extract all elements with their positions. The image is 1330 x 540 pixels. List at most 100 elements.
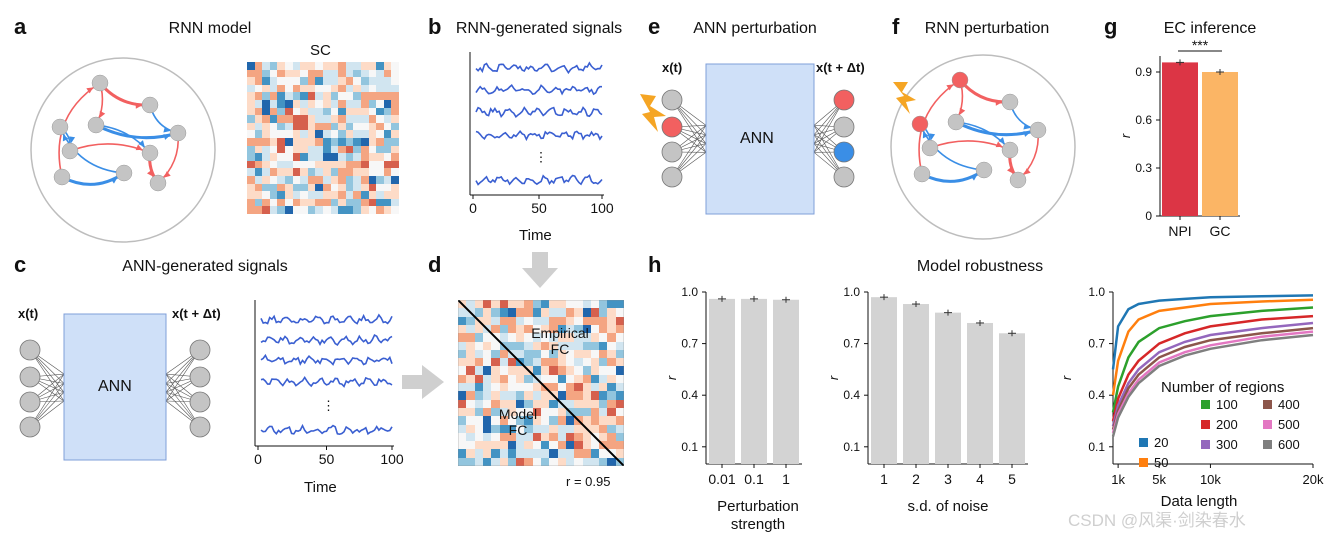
heatmap-cell [262,168,270,176]
heatmap-cell [507,316,517,325]
network-node [141,96,159,114]
heatmap-cell [391,107,399,116]
heatmap-cell [524,341,533,350]
heatmap-cell [338,168,346,176]
heatmap-cell [582,341,591,350]
heatmap-cell [284,115,293,123]
heatmap-cell [292,77,301,85]
heatmap-cell [599,457,608,466]
network-node [1001,141,1019,159]
heatmap-cell [345,92,354,100]
heatmap-cell [368,160,377,169]
heatmap-cell [516,316,525,325]
heatmap-cell [590,374,600,383]
heatmap-cell [360,130,369,138]
heatmap-cell [360,168,369,176]
heatmap-cell [474,416,483,425]
heatmap-cell [482,341,492,350]
heatmap-cell [532,424,541,433]
heatmap-cell [507,341,517,350]
heatmap-cell [615,424,624,433]
heatmap-cell [247,62,255,70]
heatmap-cell [499,324,508,334]
heatmap-cell [458,383,467,392]
heatmap-cell [322,77,331,85]
heatmap-cell [353,198,361,207]
heatmap-cell [300,92,308,100]
heatmap-cell [615,432,624,442]
heatmap-cell [491,441,500,450]
heatmap-cell [300,99,308,108]
heatmap-cell [345,175,354,184]
y-tick-label: 0.6 [1135,113,1152,127]
heatmap-cell [590,424,600,433]
bar [773,299,799,464]
arrowhead [995,99,1003,106]
arrowhead [135,144,143,151]
heatmap-cell [277,191,285,199]
heatmap-cell [322,130,331,138]
x-tick-label: 100 [380,451,404,467]
heatmap-cell [541,449,550,458]
heatmap-cell [499,300,508,309]
heatmap-cell [322,115,331,123]
heatmap-cell [338,99,346,108]
output-node [833,166,855,188]
heatmap-cell [247,84,255,93]
heatmap-cell [499,424,508,433]
heatmap-cell [284,77,293,85]
heatmap-cell [353,183,361,192]
heatmap-cell [345,62,354,70]
heatmap-cell [254,183,263,192]
heatmap-cell [376,92,384,100]
heatmap-cell [254,122,263,131]
heatmap-cell [541,441,550,450]
heatmap-cell [549,341,558,350]
network-node [1001,93,1019,111]
output-label-e: x(t + Δt) [816,60,865,75]
heatmap-cell [247,206,255,214]
signal-trace [260,423,393,436]
heatmap-cell [330,160,339,169]
heatmap-cell [524,358,533,367]
heatmap-cell [458,399,467,408]
heatmap-cell [491,457,500,466]
heatmap-cell [574,316,583,325]
heatmap-cell [549,399,558,408]
arrowhead [1007,166,1014,174]
heatmap-cell [574,308,583,317]
heatmap-cell [582,300,591,309]
heatmap-cell [499,449,508,458]
heatmap-cell [262,62,270,70]
axis-label-time-b: Time [519,227,552,244]
legend-label: 200 [1216,417,1238,432]
heatmap-cell [262,107,270,116]
heatmap-cell [262,122,270,131]
heatmap-cell [368,168,377,176]
heatmap-cell [516,374,525,383]
network-node [169,124,187,142]
arrowhead [86,87,94,94]
heatmap-cell [532,383,541,392]
heatmap-cell [300,191,308,199]
watermark: CSDN @风渠·剑染春水 [1068,511,1246,530]
heatmap-cell [345,183,354,192]
heatmap-cell [491,300,500,309]
lightning-icon [893,82,916,114]
heatmap-cell [360,122,369,131]
heatmap-cell [292,92,301,100]
heatmap-cell [247,69,255,78]
heatmap-cell [277,77,285,85]
heatmap-cell [549,449,558,458]
heatmap-cell [458,316,467,325]
heatmap-cell [574,349,583,359]
heatmap-cell [565,316,575,325]
heatmap-cell [376,62,384,70]
heatmap-cell [353,69,361,78]
signal-trace [475,61,603,75]
heatmap-cell [338,137,346,146]
heatmap-cell [491,366,500,375]
heatmap-cell [345,198,354,207]
right-arrow-icon [402,365,444,399]
heatmap-cell [368,69,377,78]
